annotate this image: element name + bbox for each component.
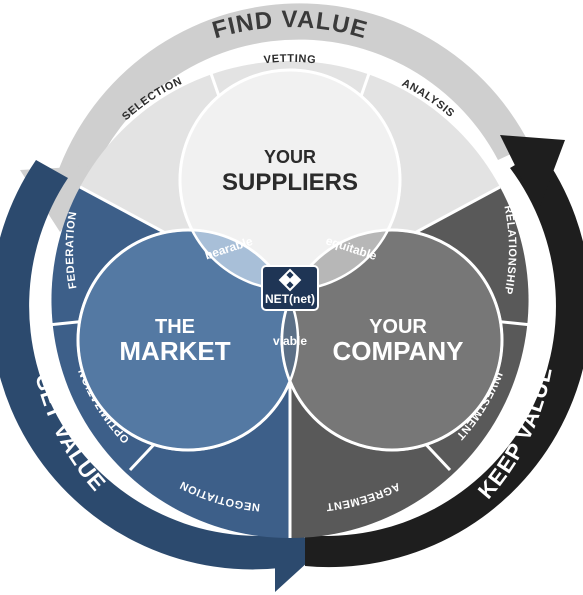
company-title-line2: COMPANY (333, 336, 464, 366)
segment-relationship-label: RELATIONSHIP (501, 204, 517, 295)
find-value-arc (48, 3, 530, 212)
suppliers-title-line2: SUPPLIERS (222, 169, 358, 196)
overlap-viable-label: viable (273, 334, 307, 348)
market-title-line2: MARKET (119, 336, 230, 366)
svg-text:RELATIONSHIP: RELATIONSHIP (501, 204, 517, 295)
keep-value-arrowhead (500, 135, 565, 212)
svg-text:VETTING: VETTING (263, 53, 317, 67)
venn-circles (76, 68, 504, 452)
keep-value-arc (305, 150, 583, 568)
market-title-line1: THE (155, 316, 195, 338)
segment-federation-label: FEDERATION (64, 210, 79, 289)
company-title-line1: YOUR (369, 316, 427, 338)
net-net-logo: NET(net) (261, 265, 319, 311)
suppliers-title-line1: YOUR (264, 147, 316, 167)
svg-text:FEDERATION: FEDERATION (64, 210, 79, 289)
get-value-arc (0, 160, 280, 570)
logo-text: NET(net) (265, 292, 315, 306)
outer-ring: FIND VALUE GET VALUE KEEP VALUE (0, 3, 583, 592)
segment-vetting-label: VETTING (263, 53, 316, 67)
